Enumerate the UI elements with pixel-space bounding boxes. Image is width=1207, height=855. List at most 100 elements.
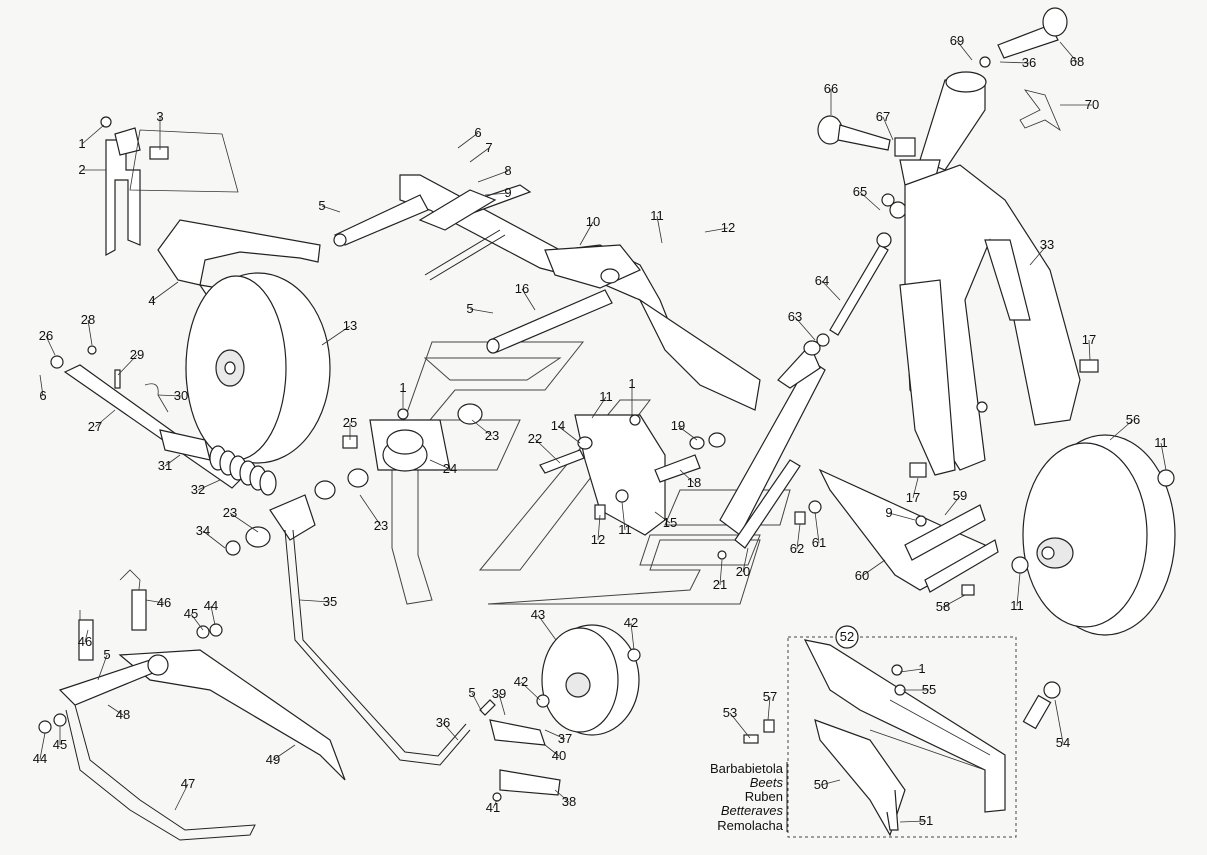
callout-c53: 53 [723, 705, 737, 720]
leader-line-c42b [520, 681, 541, 701]
callout-c1c: 1 [628, 376, 635, 391]
leader-line-c12b [597, 514, 601, 541]
leader-line-c1a [81, 124, 105, 145]
leader-line-c31 [164, 454, 181, 467]
leader-line-c26 [45, 335, 56, 356]
callout-c6a: 6 [474, 125, 481, 140]
callout-c11a: 11 [650, 208, 664, 223]
leader-line-c23b [229, 512, 259, 533]
callout-c50: 50 [814, 777, 828, 792]
leader-line-c62 [796, 523, 801, 550]
callout-c45a: 45 [184, 606, 198, 621]
leader-line-c48 [107, 704, 124, 716]
callout-c11c: 11 [618, 522, 632, 537]
leader-line-c39 [498, 693, 506, 716]
leader-line-c13 [321, 325, 351, 346]
leader-line-c22 [534, 438, 561, 464]
threaded-rod-64 [816, 193, 907, 347]
leader-line-c5d [471, 692, 483, 713]
callout-c5a: 5 [318, 198, 325, 213]
leader-line-c12a [704, 227, 729, 233]
leader-line-c69 [956, 40, 973, 61]
leader-line-c51 [899, 820, 927, 823]
callout-c14: 14 [551, 418, 565, 433]
leader-line-c20 [742, 547, 749, 573]
leader-line-c58 [942, 594, 966, 608]
callout-c46a: 46 [78, 634, 92, 649]
callout-c22: 22 [528, 431, 542, 446]
callout-c67: 67 [876, 109, 890, 124]
callout-c30: 30 [174, 388, 188, 403]
callout-c40: 40 [552, 748, 566, 763]
callout-c19: 19 [671, 418, 685, 433]
leader-line-c14 [557, 425, 581, 444]
front-bracket-and-wheel [157, 219, 331, 464]
clamp-assembly [100, 116, 239, 257]
leader-line-c42a [630, 622, 635, 651]
callout-c69: 69 [950, 33, 964, 48]
leader-line-c49 [272, 744, 296, 761]
callout-c20: 20 [736, 564, 750, 579]
leader-line-c21 [719, 559, 723, 586]
callout-c11b: 11 [599, 389, 613, 404]
leader-line-c10 [579, 221, 594, 246]
leader-line-c5a [321, 205, 341, 213]
callout-c12a: 12 [721, 220, 735, 235]
legend-item-2: Ruben [745, 789, 783, 804]
leader-line-c24 [429, 459, 451, 470]
callout-c11d: 11 [1154, 435, 1168, 450]
leader-line-c23c [359, 494, 382, 527]
callout-c2: 2 [78, 162, 85, 177]
callout-c52: 52 [840, 629, 854, 644]
callout-c12b: 12 [591, 532, 605, 547]
callout-c23c: 23 [374, 518, 388, 533]
callout-c24: 24 [443, 461, 457, 476]
crop-legend: Barbabietola Beets Ruben Betteraves Remo… [710, 761, 788, 833]
legend-item-1: Beets [750, 775, 784, 790]
leader-line-c40 [544, 744, 560, 757]
callout-c9b: 9 [885, 505, 892, 520]
callout-c51: 51 [919, 813, 933, 828]
leader-line-c33 [1029, 244, 1048, 266]
leader-line-c54 [1054, 699, 1064, 744]
leader-line-c46a [84, 629, 89, 643]
leader-line-c5c [97, 654, 108, 681]
leader-line-c29 [117, 354, 138, 376]
lever-rod-35 [269, 494, 471, 766]
spring-54 [1022, 681, 1061, 730]
callout-c46b: 46 [157, 595, 171, 610]
leader-line-c41 [492, 799, 498, 809]
leader-line-c67 [882, 116, 894, 141]
callout-c26: 26 [39, 328, 53, 343]
leader-line-c6a [457, 132, 479, 149]
leader-line-c32 [197, 479, 221, 491]
leader-line-c4 [151, 281, 179, 302]
callout-c65: 65 [853, 184, 867, 199]
callout-c38: 38 [562, 794, 576, 809]
callout-c33: 33 [1040, 237, 1054, 252]
callout-c48: 48 [116, 707, 130, 722]
callout-c41: 41 [486, 800, 500, 815]
leader-line-c17a [1088, 339, 1091, 361]
main-beam [333, 174, 761, 411]
callout-c1d: 1 [918, 661, 925, 676]
leader-line-c37 [544, 729, 566, 740]
leader-lines [39, 40, 1167, 823]
callout-c45b: 45 [53, 737, 67, 752]
callout-c17b: 17 [906, 490, 920, 505]
center-bracket [539, 414, 726, 536]
leader-line-c8 [477, 170, 509, 183]
leader-line-c57 [767, 696, 771, 721]
callout-c56: 56 [1126, 412, 1140, 427]
callout-c9a: 9 [504, 185, 511, 200]
leader-line-c17b [912, 477, 919, 499]
leader-line-c36b [442, 722, 459, 741]
callout-c58: 58 [936, 599, 950, 614]
callout-c34: 34 [196, 523, 210, 538]
leader-line-c36a [999, 61, 1030, 64]
callout-c60: 60 [855, 568, 869, 583]
leader-line-c44a [210, 605, 216, 626]
